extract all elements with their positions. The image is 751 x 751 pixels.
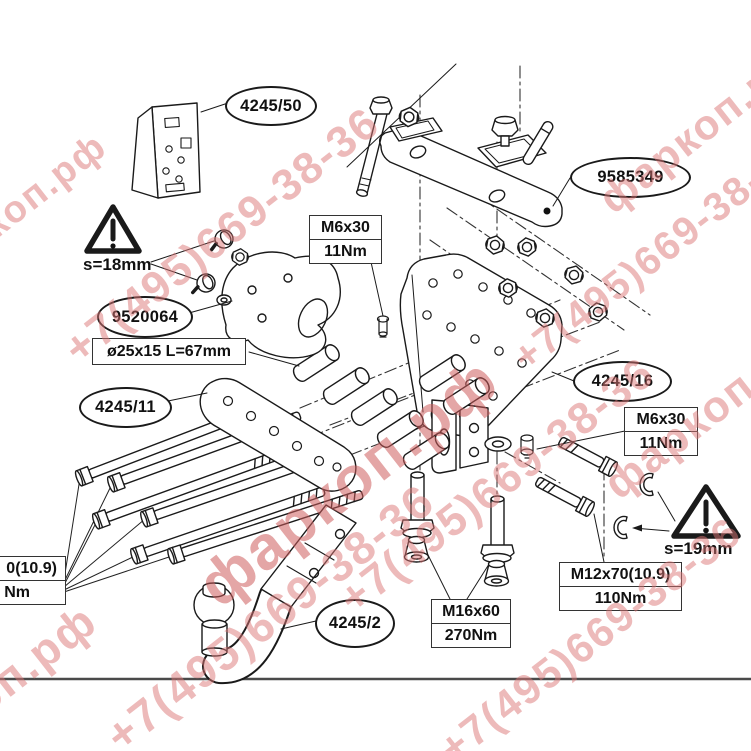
part-crossmember-4245-16 xyxy=(399,253,563,474)
part-socket-plate-4245-50 xyxy=(131,101,232,199)
warning-triangle-s18 xyxy=(84,204,142,254)
part-m12-bolts xyxy=(532,433,676,563)
part-clip-screws xyxy=(150,229,234,295)
part-base-plate-4245-11 xyxy=(199,377,357,492)
spring-washers xyxy=(613,472,654,540)
part-top-bolt-assembly xyxy=(346,63,457,197)
part-washer-plate-pin xyxy=(477,115,554,168)
m6-bolt-small-2 xyxy=(520,434,534,459)
leader-lines xyxy=(167,177,626,630)
part-long-bolts xyxy=(63,398,366,593)
m6-bolt-small-1 xyxy=(370,261,390,338)
part-m16-bolts xyxy=(400,471,515,600)
warning-triangle-s19 xyxy=(671,484,741,539)
part-towbar-4245-2 xyxy=(193,504,357,685)
part-bracket-9520064 xyxy=(216,247,341,359)
